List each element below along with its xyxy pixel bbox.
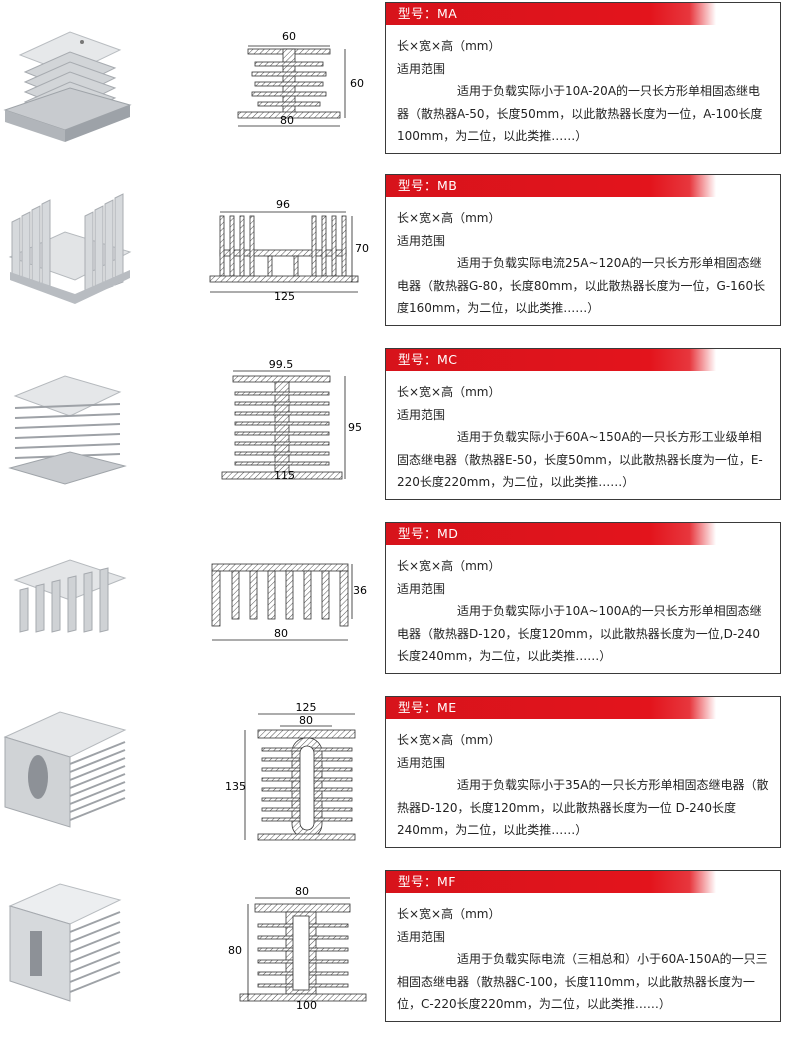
dim-side-md: 36	[353, 584, 367, 597]
scope-label: 适用范围	[397, 233, 446, 248]
scope-description: 适用于负载实际电流25A~120A的一只长方形单相固态继电器（散热器G-80，长…	[397, 256, 766, 315]
product-row-mc: 99.5 95 115 型号：MC 长×宽×高（mm） 适用范围 适用于负载实际…	[0, 346, 790, 518]
dim-side-mc: 95	[348, 421, 362, 434]
dim-bottom-mf: 100	[296, 999, 317, 1012]
dim-side-mb: 70	[355, 242, 369, 255]
dim-top-ma: 60	[282, 30, 296, 43]
scope-label: 适用范围	[397, 61, 446, 76]
product-row-ma: 60 60 80 型号：MA 长×宽×高（mm） 适用范围 适用于负载实际小于1…	[0, 0, 790, 172]
model-title-me: 型号：ME	[386, 697, 716, 719]
scope-description: 适用于负载实际小于60A~150A的一只长方形工业级单相固态继电器（散热器E-5…	[397, 430, 763, 489]
heatsink-photo-md	[13, 559, 127, 633]
spec-card-mc: 型号：MC 长×宽×高（mm） 适用范围 适用于负载实际小于60A~150A的一…	[385, 348, 781, 500]
dims-label: 长×宽×高（mm）	[397, 907, 501, 921]
heatsink-photo-mc	[8, 375, 127, 485]
dim-top2-me: 80	[299, 714, 313, 727]
heatsink-photo-me	[3, 711, 127, 828]
spec-card-me: 型号：ME 长×宽×高（mm） 适用范围 适用于负载实际小于35A的一只长方形单…	[385, 696, 781, 848]
cross-section-drawing-ma: 60 60 80	[237, 30, 364, 127]
product-row-mf: 80 80 100 型号：MF 长×宽×高（mm） 适用范围 适用于负载实际电流…	[0, 868, 790, 1040]
cross-section-drawing-mb: 96 70 125	[209, 198, 369, 303]
heatsink-photo-mb	[8, 193, 132, 304]
heatsink-photo-ma	[3, 31, 132, 142]
scope-label: 适用范围	[397, 407, 446, 422]
model-title-md: 型号：MD	[386, 523, 716, 545]
scope-label: 适用范围	[397, 755, 446, 770]
product-row-mb: 96 70 125 型号：MB 长×宽×高（mm） 适用范围 适用于负载实际电流…	[0, 172, 790, 344]
scope-description: 适用于负载实际小于10A-20A的一只长方形单相固态继电器（散热器A-50，长度…	[397, 84, 763, 143]
cross-section-drawing-me: 125 80 135	[225, 701, 356, 841]
dim-side-mf: 80	[228, 944, 242, 957]
spec-card-mf: 型号：MF 长×宽×高（mm） 适用范围 适用于负载实际电流（三相总和）小于60…	[385, 870, 781, 1022]
cross-section-drawing-mf: 80 80 100	[228, 885, 367, 1012]
model-title-mf: 型号：MF	[386, 871, 716, 893]
scope-description: 适用于负载实际小于10A~100A的一只长方形单相固态继电器（散热器D-120，…	[397, 604, 762, 663]
scope-label: 适用范围	[397, 581, 446, 596]
dim-bottom-mc: 115	[274, 469, 295, 482]
dims-label: 长×宽×高（mm）	[397, 211, 501, 225]
product-row-md: 36 80 型号：MD 长×宽×高（mm） 适用范围 适用于负载实际小于10A~…	[0, 520, 790, 692]
model-title-mc: 型号：MC	[386, 349, 716, 371]
dims-label: 长×宽×高（mm）	[397, 733, 501, 747]
dim-bottom-ma: 80	[280, 114, 294, 127]
scope-label: 适用范围	[397, 929, 446, 944]
dim-top-mc: 99.5	[269, 358, 294, 371]
heatsink-photo-mf	[8, 883, 122, 1002]
product-row-me: 125 80 135 型号：ME 长×宽×高（mm） 适用范围 适用于负载实际小…	[0, 694, 790, 866]
dim-top-me: 125	[296, 701, 317, 714]
scope-description: 适用于负载实际电流（三相总和）小于60A-150A的一只三相固态继电器（散热器C…	[397, 952, 768, 1011]
dim-side-ma: 60	[350, 77, 364, 90]
dim-top-mf: 80	[295, 885, 309, 898]
model-title-mb: 型号：MB	[386, 175, 716, 197]
dim-top-mb: 96	[276, 198, 290, 211]
dims-label: 长×宽×高（mm）	[397, 39, 501, 53]
scope-description: 适用于负载实际小于35A的一只长方形单相固态继电器（散热器D-120，长度120…	[397, 778, 769, 837]
dims-label: 长×宽×高（mm）	[397, 559, 501, 573]
dim-bottom-md: 80	[274, 627, 288, 640]
spec-card-ma: 型号：MA 长×宽×高（mm） 适用范围 适用于负载实际小于10A-20A的一只…	[385, 2, 781, 154]
spec-card-mb: 型号：MB 长×宽×高（mm） 适用范围 适用于负载实际电流25A~120A的一…	[385, 174, 781, 326]
dim-side-me: 135	[225, 780, 246, 793]
spec-card-md: 型号：MD 长×宽×高（mm） 适用范围 适用于负载实际小于10A~100A的一…	[385, 522, 781, 674]
model-title-ma: 型号：MA	[386, 3, 716, 25]
dims-label: 长×宽×高（mm）	[397, 385, 501, 399]
cross-section-drawing-md: 36 80	[211, 563, 367, 641]
cross-section-drawing-mc: 99.5 95 115	[221, 358, 362, 482]
dim-bottom-mb: 125	[274, 290, 295, 303]
